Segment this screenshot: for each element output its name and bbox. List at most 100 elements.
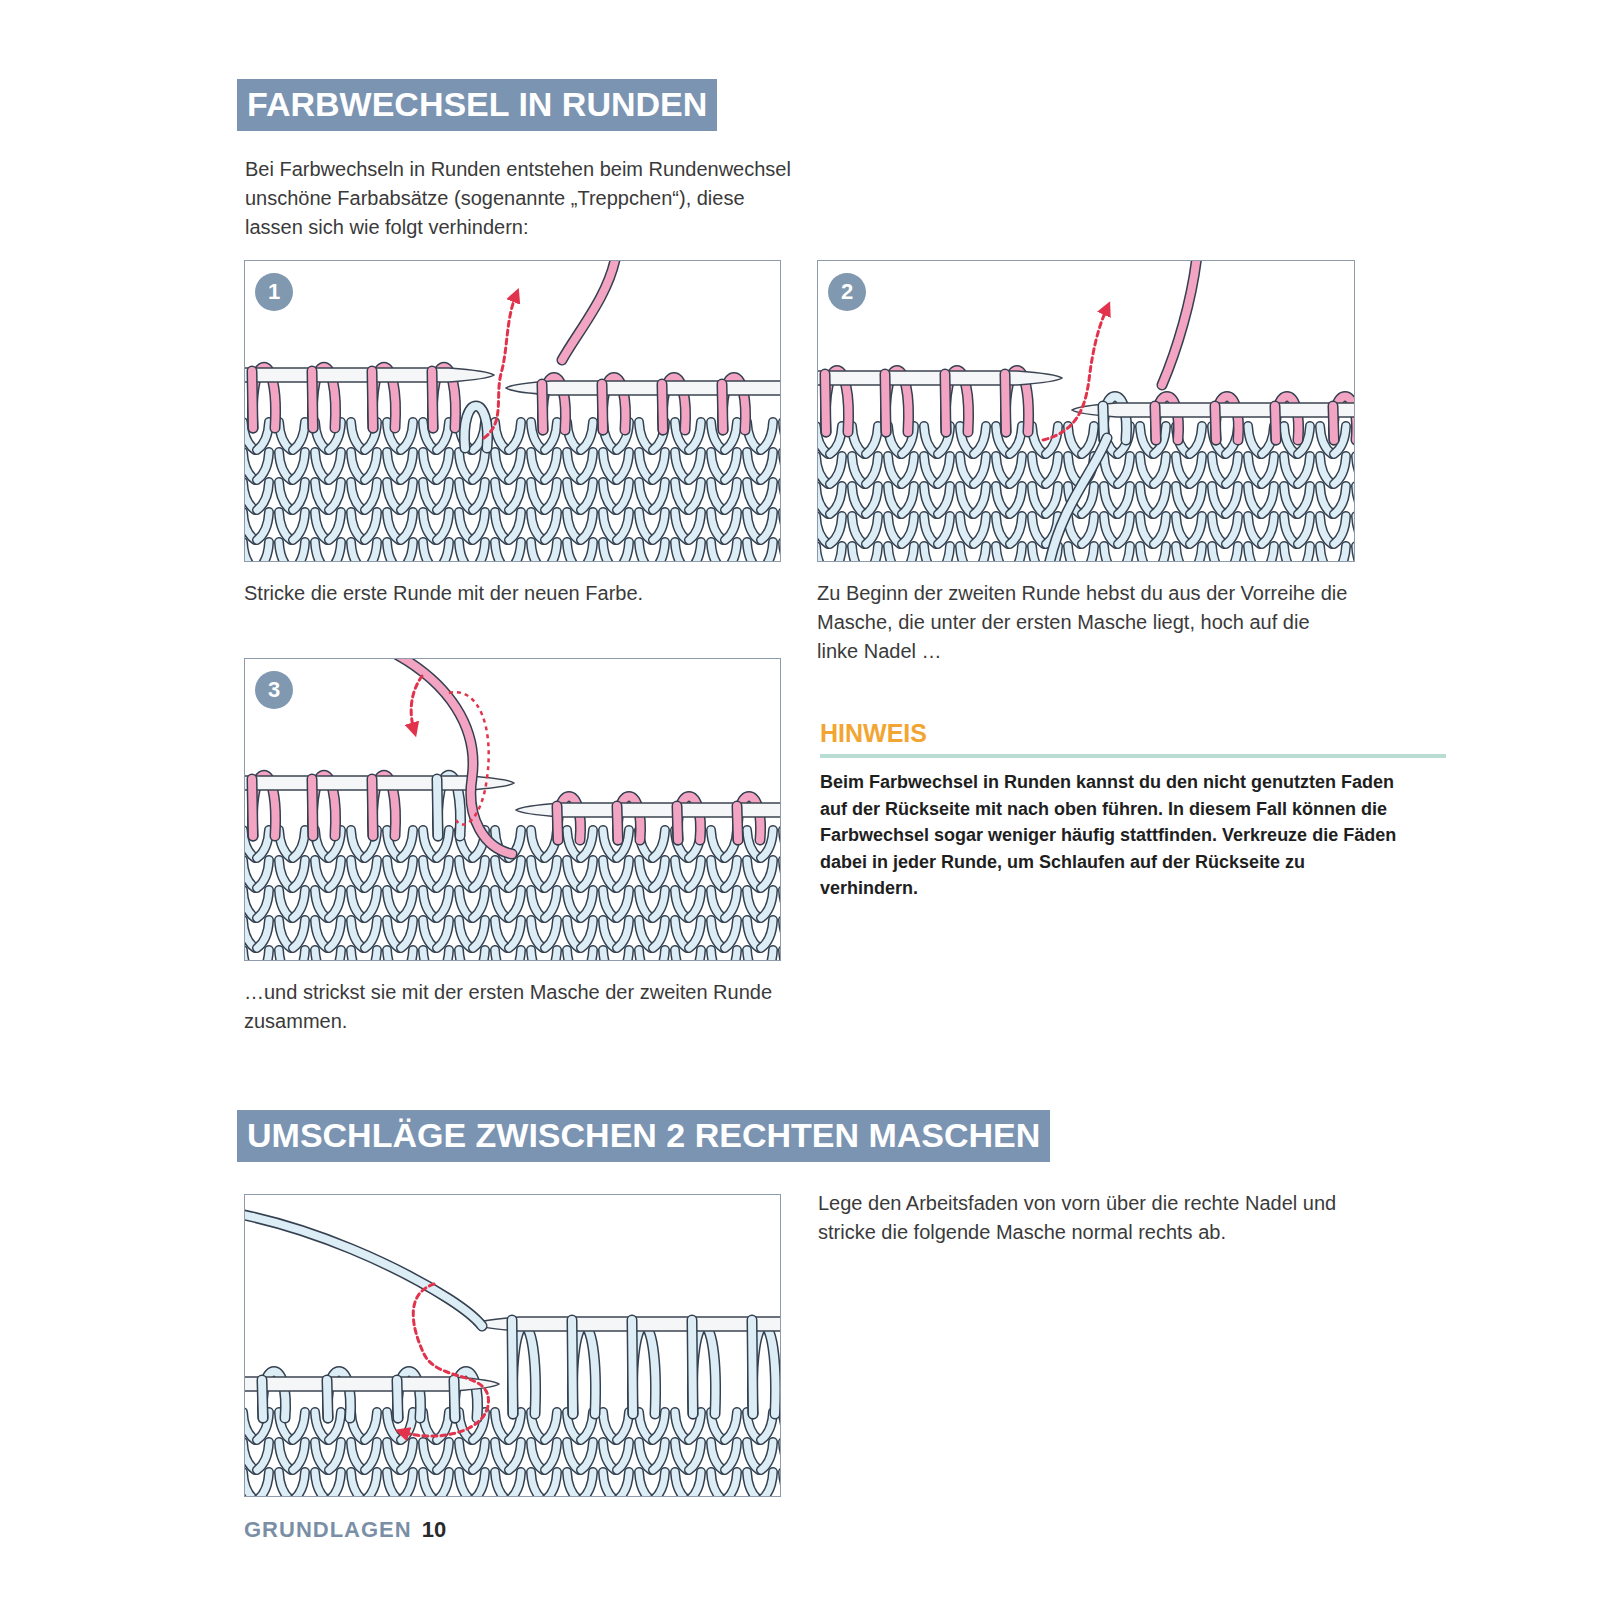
- yarn-outline: [1010, 486, 1022, 514]
- yarn: [365, 1442, 377, 1470]
- yarn: [545, 1412, 557, 1440]
- yarn: [459, 542, 471, 561]
- yarn: [711, 1472, 723, 1496]
- yarn-outline: [1104, 486, 1116, 514]
- yarn-outline: [1298, 486, 1310, 514]
- yarn-outline: [293, 542, 305, 561]
- yarn: [1284, 516, 1296, 544]
- yarn: [365, 1472, 377, 1496]
- yarn-outline: [397, 1380, 398, 1418]
- yarn: [473, 920, 485, 948]
- yarn-outline: [603, 1442, 615, 1470]
- yarn: [252, 779, 253, 836]
- yarn-outline: [945, 374, 946, 432]
- yarn: [329, 542, 341, 561]
- yarn-outline: [245, 1412, 255, 1440]
- yarn-outline: [1226, 486, 1238, 514]
- yarn: [747, 452, 759, 480]
- yarn: [365, 920, 377, 948]
- yarn-outline: [245, 482, 255, 510]
- yarn-outline: [974, 456, 986, 484]
- yarn: [401, 830, 413, 858]
- yarn: [473, 890, 485, 918]
- yarn: [567, 890, 579, 918]
- yarn-outline: [617, 1442, 629, 1470]
- yarn: [662, 384, 663, 430]
- yarn-outline: [509, 860, 521, 888]
- yarn-outline: [387, 512, 399, 540]
- yarn-outline: [1190, 516, 1202, 544]
- yarn-outline: [509, 422, 521, 450]
- yarn-outline: [372, 779, 373, 836]
- yarn-outline: [924, 486, 936, 514]
- yarn-outline: [459, 1442, 471, 1470]
- yarn-outline: [888, 456, 900, 484]
- dashed-loop: [449, 692, 489, 824]
- yarn-outline: [617, 512, 629, 540]
- yarn: [315, 512, 327, 540]
- yarn: [617, 1442, 629, 1470]
- yarn-outline: [437, 542, 449, 561]
- yarn-outline: [902, 516, 914, 544]
- yarn: [1082, 516, 1094, 544]
- yarn: [394, 659, 512, 854]
- yarn-outline: [351, 452, 363, 480]
- yarn: [257, 542, 269, 561]
- yarn-outline: [818, 486, 828, 514]
- yarn-outline: [329, 920, 341, 948]
- yarn-outline: [401, 422, 413, 450]
- yarn: [747, 890, 759, 918]
- yarn-outline: [653, 890, 665, 918]
- heading-text: UMSCHLÄGE ZWISCHEN 2 RECHTEN MASCHEN: [247, 1114, 1040, 1157]
- yarn: [852, 426, 864, 454]
- yarn-outline: [351, 482, 363, 510]
- yarn-outline: [747, 512, 759, 540]
- yarn: [1176, 516, 1188, 544]
- yarn: [495, 512, 507, 540]
- yarn: [401, 512, 413, 540]
- yarn: [245, 1412, 255, 1440]
- yarn: [567, 920, 579, 948]
- yarn-outline: [329, 452, 341, 480]
- yarn-outline: [689, 452, 701, 480]
- yarn-outline: [531, 1442, 543, 1470]
- yarn: [1176, 486, 1188, 514]
- yarn-outline: [581, 1472, 593, 1496]
- yarn: [603, 860, 615, 888]
- yarn: [581, 890, 593, 918]
- yarn-outline: [639, 920, 651, 948]
- yarn: [639, 860, 651, 888]
- yarn: [257, 422, 269, 450]
- yarn-outline: [459, 890, 471, 918]
- yarn-outline: [1284, 516, 1296, 544]
- yarn: [495, 1472, 507, 1496]
- yarn-outline: [473, 482, 485, 510]
- yarn: [653, 1472, 665, 1496]
- yarn: [761, 512, 773, 540]
- yarn: [974, 456, 986, 484]
- yarn: [245, 512, 255, 540]
- yarn: [329, 920, 341, 948]
- yarn: [1262, 456, 1274, 484]
- yarn-outline: [711, 542, 723, 561]
- yarn: [818, 486, 828, 514]
- yarn: [725, 1412, 737, 1440]
- yarn: [617, 482, 629, 510]
- yarn: [459, 890, 471, 918]
- yarn-outline: [1284, 486, 1296, 514]
- yarn: [245, 482, 255, 510]
- yarn: [902, 456, 914, 484]
- yarn-outline: [315, 1472, 327, 1496]
- yarn: [581, 920, 593, 948]
- yarn-outline: [761, 452, 773, 480]
- yarn: [279, 1442, 291, 1470]
- yarn-outline: [725, 452, 737, 480]
- yarn-outline: [653, 1442, 665, 1470]
- yarn: [1154, 516, 1166, 544]
- yarn-outline: [401, 452, 413, 480]
- yarn-outline: [437, 1472, 449, 1496]
- yarn: [938, 516, 950, 544]
- illustration-panel: Zu Beginn der zweiten Runde hebst du aus…: [817, 260, 1355, 562]
- yarn-outline: [689, 512, 701, 540]
- yarn-outline: [473, 890, 485, 918]
